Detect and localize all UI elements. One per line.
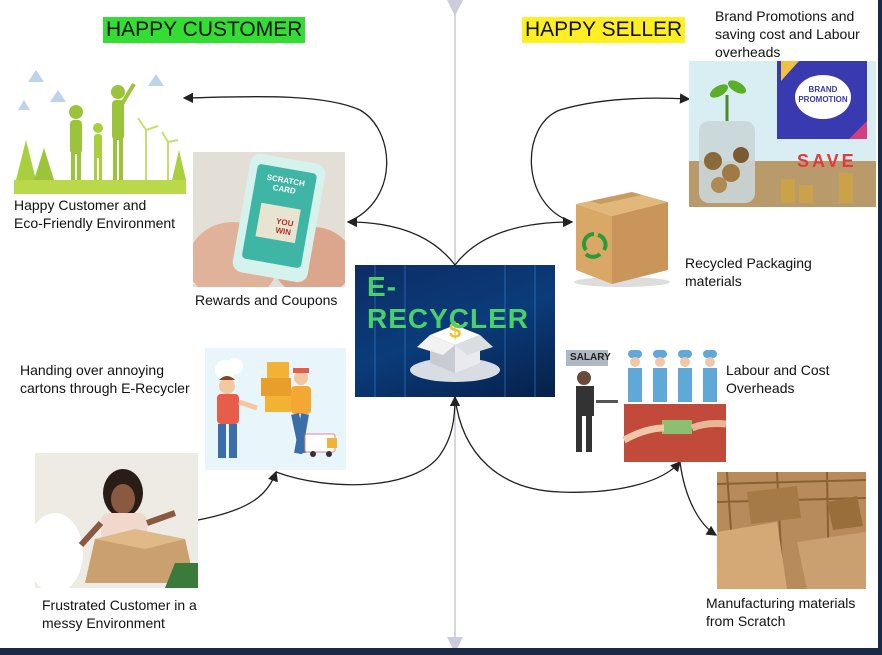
brand-promotion-text: BRAND PROMOTION	[798, 85, 848, 104]
eco-environment-illustration	[14, 70, 186, 194]
frustrated-label-line2: messy Environment	[42, 615, 165, 631]
brand-label: Brand Promotions and saving cost and Lab…	[715, 7, 860, 61]
eco-label-line2: Eco-Friendly Environment	[14, 215, 176, 231]
brand-label-line2: saving cost and Labour	[715, 26, 860, 42]
e-recycler-title: E-RECYCLER	[367, 271, 530, 334]
svg-text:$: $	[449, 318, 461, 343]
scratch-card-photo: SCRATCH CARD YOU WIN	[193, 152, 345, 287]
labour-cost-illustration: SALARY	[566, 344, 726, 462]
frustrated-label: Frustrated Customer in a messy Environme…	[42, 596, 197, 632]
manufacturing-materials-photo	[717, 472, 866, 589]
e-recycler-logo: $ E-RECYCLER	[355, 265, 555, 397]
arrow-center-to-labour	[454, 396, 681, 493]
manufacturing-label: Manufacturing materials from Scratch	[706, 594, 855, 630]
brand-savings-photo: BRAND PROMOTION SAVE	[689, 61, 876, 207]
happy-seller-header: HAPPY SELLER	[522, 17, 686, 43]
arrow-center-to-box	[454, 216, 574, 266]
arrow-frustrated-to-handing	[197, 470, 278, 521]
labour-label-line1: Labour and Cost	[726, 362, 830, 378]
frustrated-label-line1: Frustrated Customer in a	[42, 597, 197, 613]
recycled-box-illustration	[570, 178, 672, 288]
labour-label-line2: Overheads	[726, 380, 795, 396]
manufacturing-label-line1: Manufacturing materials	[706, 595, 856, 611]
handing-label-line2: cartons through E-Recycler	[20, 380, 190, 396]
rewards-label: Rewards and Coupons	[195, 292, 338, 308]
frustrated-customer-photo	[35, 453, 198, 588]
arrow-box-to-brand	[530, 93, 691, 223]
recycled-label-line1: Recycled Packaging	[685, 255, 812, 271]
arrow-labour-to-manufacturing	[679, 461, 718, 536]
arrow-rewards-to-eco	[182, 92, 388, 223]
eco-label: Happy Customer and Eco-Friendly Environm…	[14, 196, 175, 232]
eco-label-line1: Happy Customer and	[14, 197, 147, 213]
save-text: SAVE	[797, 151, 857, 171]
handing-label-line1: Handing over annoying	[20, 362, 164, 378]
arrow-center-to-rewards	[346, 216, 456, 266]
salary-text: SALARY	[570, 352, 611, 363]
recycled-label-line2: materials	[685, 273, 742, 289]
labour-label: Labour and Cost Overheads	[726, 361, 830, 397]
handing-label: Handing over annoying cartons through E-…	[20, 361, 190, 397]
happy-customer-header: HAPPY CUSTOMER	[103, 17, 306, 43]
brand-label-line3: overheads	[715, 44, 781, 60]
arrow-handing-to-center	[275, 395, 461, 486]
handing-over-illustration	[205, 348, 346, 470]
brand-label-line1: Brand Promotions and	[715, 8, 855, 24]
manufacturing-label-line2: from Scratch	[706, 613, 786, 629]
recycled-label: Recycled Packaging materials	[685, 254, 812, 290]
